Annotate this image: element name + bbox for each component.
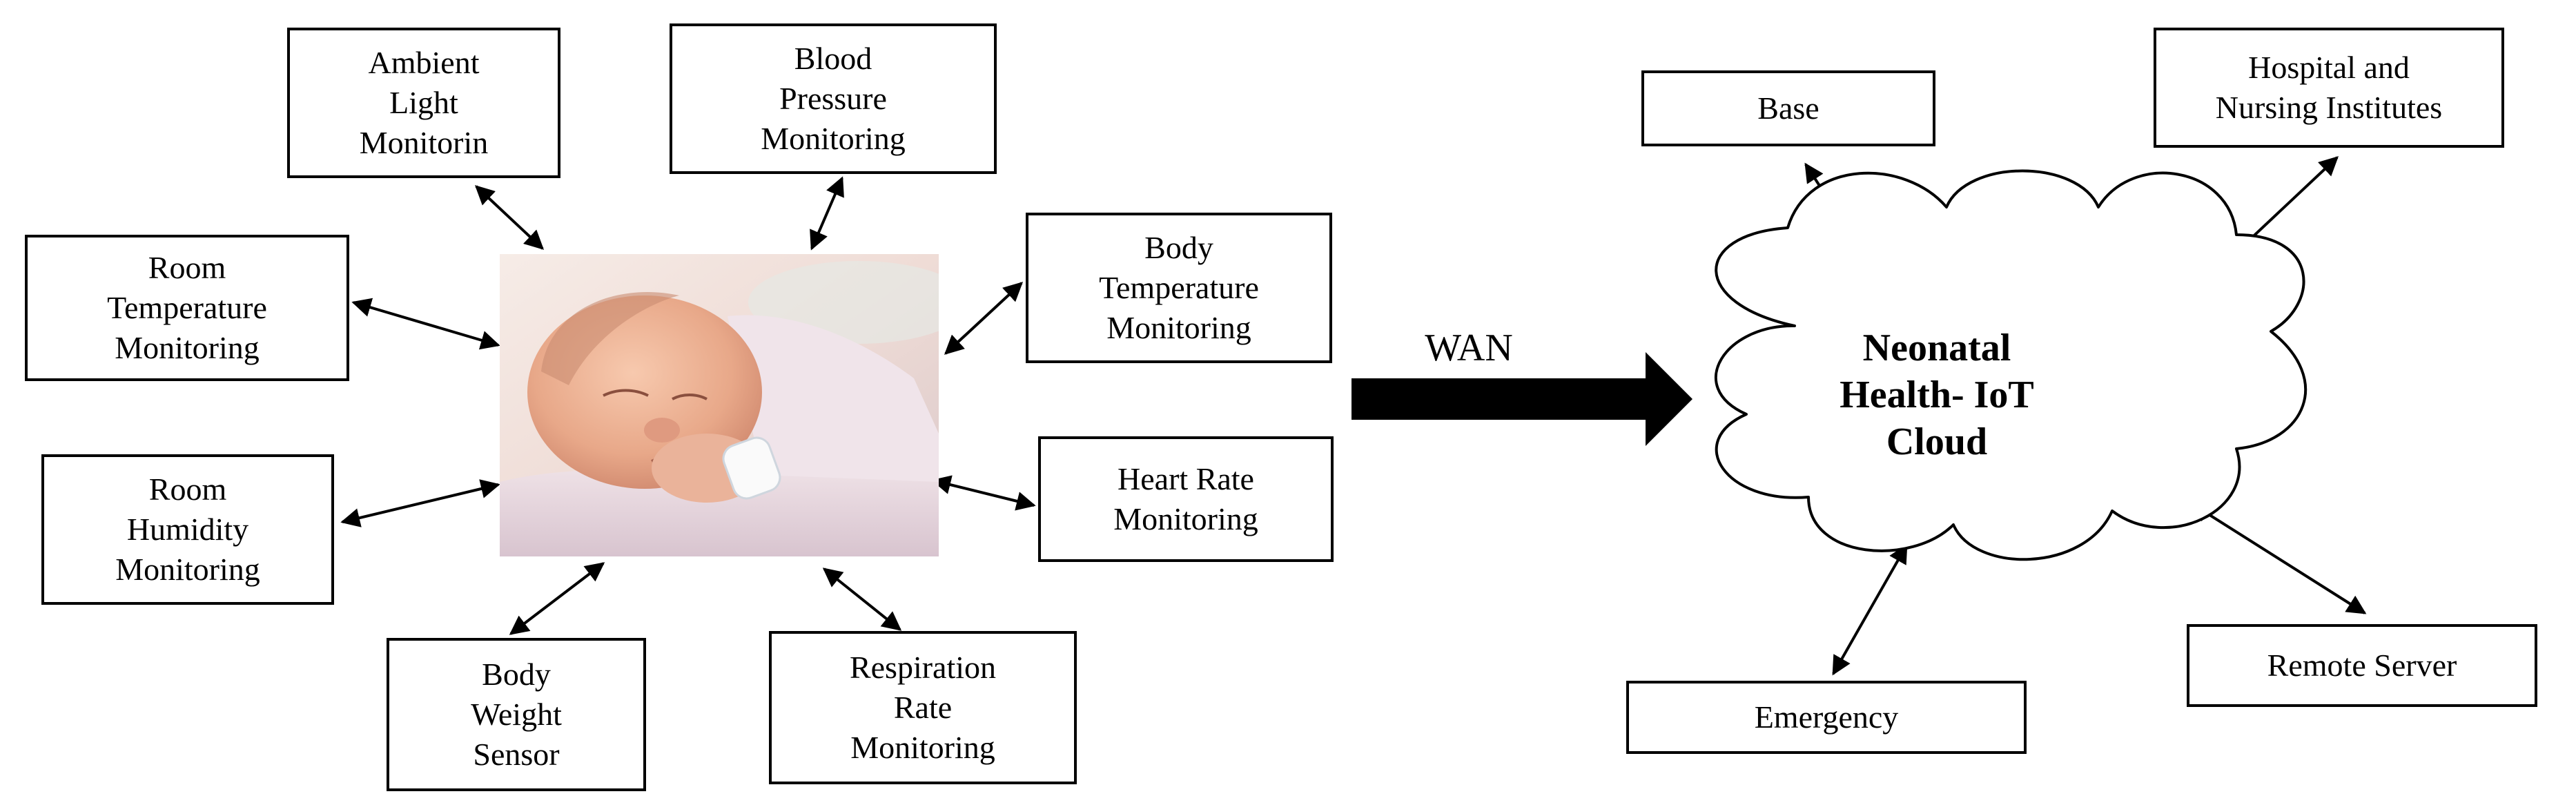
ambient-light-line-2: Light (389, 85, 458, 120)
body-weight-line-2: Weight (471, 697, 562, 732)
blood-pressure-box: Blood Pressure Monitoring (670, 23, 997, 174)
cloud-shape (1714, 169, 2307, 561)
body-weight-line-1: Body (482, 657, 551, 692)
hospital-line-1: Hospital and (2248, 50, 2410, 85)
room-temperature-line-1: Room (148, 250, 226, 285)
arrow-respiration-rate (822, 568, 902, 631)
body-weight-line-3: Sensor (473, 737, 560, 772)
room-temperature-box: Room Temperature Monitoring (25, 235, 349, 381)
room-humidity-box: Room Humidity Monitoring (41, 454, 334, 605)
arrow-heart-rate (931, 475, 1036, 511)
cloud-label-line-3: Cloud (1886, 420, 1988, 463)
respiration-rate-box: Respiration Rate Monitoring (769, 631, 1077, 784)
arrow-emergency (1832, 543, 1908, 676)
cloud-label-line-2: Health- IoT (1840, 374, 2034, 416)
arrow-ambient-light (474, 185, 545, 250)
wan-arrow (1352, 352, 1692, 446)
wan-label: WAN (1425, 327, 1513, 369)
heart-rate-box: Heart Rate Monitoring (1038, 436, 1334, 562)
emergency-label: Emergency (1754, 699, 1899, 735)
body-temperature-line-3: Monitoring (1106, 310, 1251, 345)
hospital-line-2: Nursing Institutes (2215, 90, 2443, 125)
arrow-body-temperature (944, 282, 1024, 355)
arrow-body-weight (509, 562, 605, 635)
heart-rate-line-1: Heart Rate (1118, 461, 1254, 496)
remote-server-box: Remote Server (2187, 624, 2537, 707)
hospital-box: Hospital and Nursing Institutes (2154, 28, 2504, 148)
arrow-room-humidity (340, 479, 500, 527)
respiration-rate-line-1: Respiration (849, 650, 997, 685)
room-temperature-line-2: Temperature (107, 290, 267, 325)
remote-server-label: Remote Server (2267, 648, 2457, 683)
heart-rate-line-2: Monitoring (1113, 501, 1258, 536)
body-temperature-line-2: Temperature (1099, 270, 1259, 305)
arrow-remote-server (2190, 503, 2367, 614)
base-label: Base (1757, 90, 1819, 126)
arrow-room-temperature (351, 298, 500, 350)
ambient-light-line-3: Monitorin (359, 125, 489, 160)
room-temperature-line-3: Monitoring (115, 330, 260, 365)
ambient-light-box: Ambient Light Monitorin (287, 28, 560, 178)
room-humidity-line-1: Room (148, 472, 227, 507)
body-temperature-line-1: Body (1144, 230, 1213, 265)
base-box: Base (1641, 70, 1935, 146)
blood-pressure-line-3: Monitoring (761, 121, 906, 156)
room-humidity-line-2: Humidity (126, 512, 249, 547)
newborn-photo (500, 254, 939, 556)
ambient-light-line-1: Ambient (368, 45, 480, 80)
respiration-rate-line-3: Monitoring (850, 730, 995, 765)
emergency-box: Emergency (1626, 681, 2027, 754)
body-weight-box: Body Weight Sensor (387, 638, 646, 791)
blood-pressure-line-2: Pressure (779, 81, 887, 116)
blood-pressure-line-1: Blood (794, 41, 872, 76)
respiration-rate-line-2: Rate (893, 690, 953, 725)
room-humidity-line-3: Monitoring (115, 552, 260, 587)
cloud-label-line-1: Neonatal (1862, 327, 2011, 369)
cloud-label: Neonatal Health- IoT Cloud (1757, 324, 2116, 465)
body-temperature-box: Body Temperature Monitoring (1026, 213, 1332, 363)
arrow-blood-pressure (810, 176, 844, 251)
